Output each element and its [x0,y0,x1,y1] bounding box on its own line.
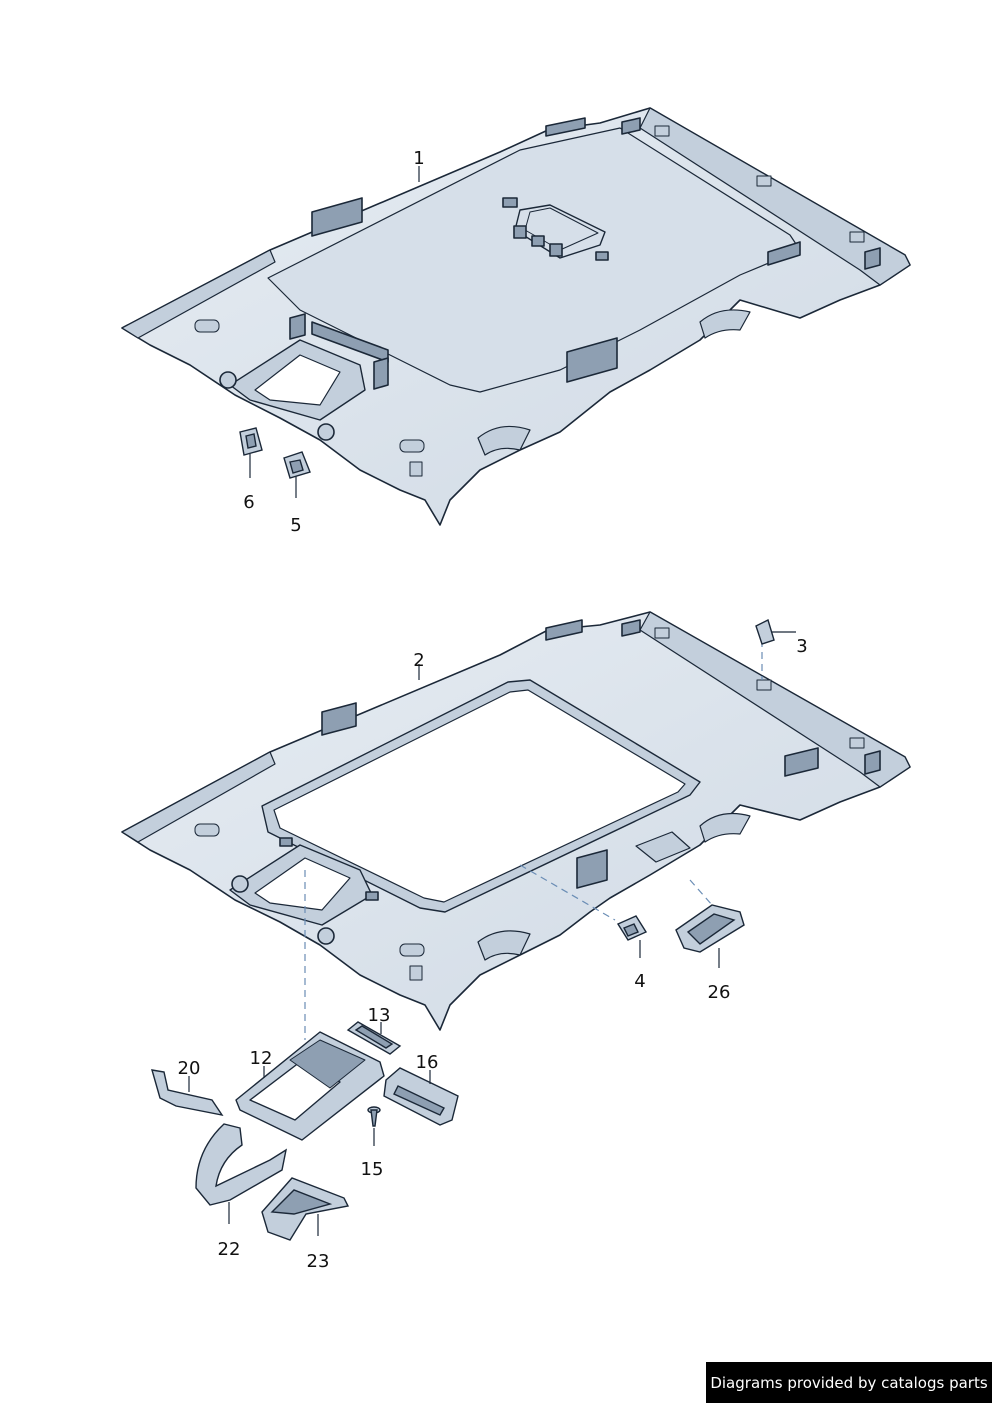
callout-6: 6 [243,492,254,513]
callout-4: 4 [634,971,645,992]
part-3-clip [755,619,775,645]
callout-13: 13 [368,1005,391,1026]
callout-20: 20 [178,1058,201,1079]
leader-lines [188,166,796,1236]
part-16-cover [383,1067,459,1126]
callout-16: 16 [416,1052,439,1073]
callout-1: 1 [413,148,424,169]
callout-23: 23 [307,1251,330,1272]
callout-26: 26 [708,982,731,1003]
callout-2: 2 [413,650,424,671]
part-22-trim [195,1123,288,1206]
callout-12: 12 [250,1048,273,1069]
part-4-clip [616,915,648,941]
part-13-cover-strip [346,1021,402,1055]
headliner-1 [121,107,911,526]
part-23-trim [261,1177,350,1241]
assembly-lines [304,640,763,1040]
callout-3: 3 [796,636,807,657]
callout-5: 5 [290,515,301,536]
part-20-trim [151,1069,224,1117]
part-6-clip [239,427,263,456]
credit-banner: Diagrams provided by catalogs parts [706,1362,992,1403]
headliner-2 [121,611,911,1031]
part-26-handle-bracket [675,904,745,953]
callout-15: 15 [361,1159,384,1180]
part-5-clip [283,451,311,479]
callout-22: 22 [218,1239,241,1260]
part-15-screw [367,1106,381,1127]
part-12-frame [235,1031,385,1141]
